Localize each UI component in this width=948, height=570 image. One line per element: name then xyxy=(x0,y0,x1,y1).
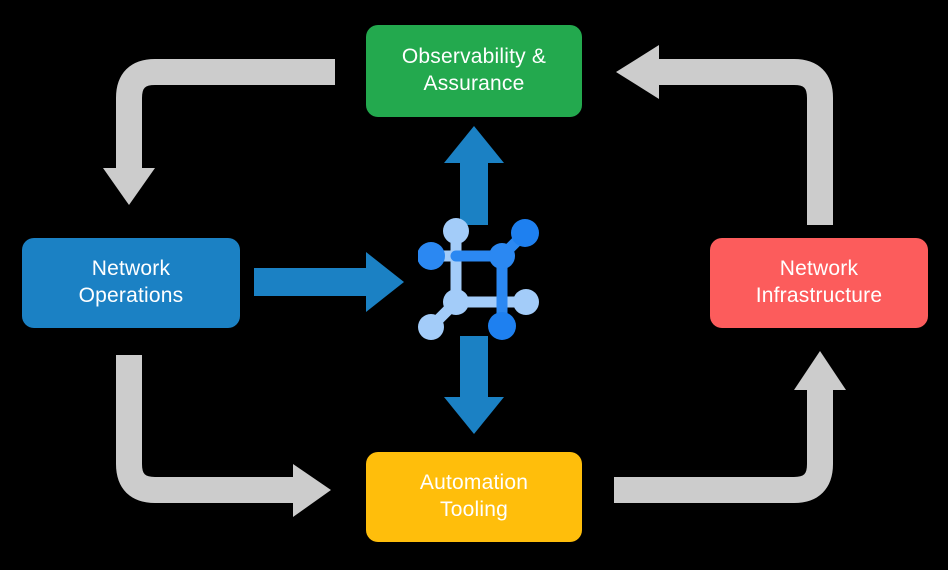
connector-observability-to-operations xyxy=(103,59,335,205)
connector-automation-to-infrastructure xyxy=(614,351,846,503)
connector-center-to-automation xyxy=(444,336,504,434)
connector-center-to-observability xyxy=(444,126,504,225)
node-observability-assurance[interactable]: Observability & Assurance xyxy=(366,25,582,117)
node-network-infrastructure[interactable]: Network Infrastructure xyxy=(710,238,928,328)
connector-operations-to-center xyxy=(254,252,404,312)
connector-operations-to-automation xyxy=(116,355,331,517)
node-network-operations[interactable]: Network Operations xyxy=(22,238,240,328)
connector-infrastructure-to-observability xyxy=(616,45,833,225)
node-automation-tooling[interactable]: Automation Tooling xyxy=(366,452,582,542)
network-topology-icon xyxy=(418,218,539,340)
